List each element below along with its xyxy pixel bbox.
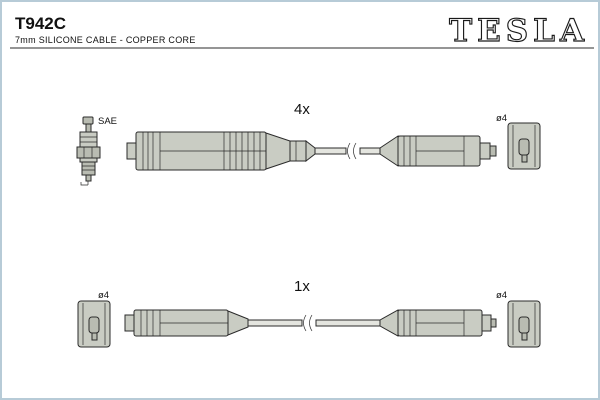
- sleeve-plug-tip: [521, 154, 528, 163]
- sleeve-plug: [518, 138, 530, 156]
- sleeve-plug: [518, 316, 530, 334]
- cable-assembly-bottom: 1x ø4: [77, 278, 541, 348]
- diameter-label-top-right: ø4: [496, 113, 507, 124]
- plug-boot-top: [379, 135, 497, 167]
- sleeve-plug-tip: [91, 332, 98, 341]
- boot-nub: [479, 142, 491, 160]
- terminal-sleeve-icon-bottom-left: ø4: [77, 290, 111, 348]
- cable-segment: [315, 319, 381, 327]
- terminal-tip: [490, 318, 497, 328]
- distributor-boot-top: [126, 131, 316, 171]
- boot-ribs: [140, 310, 161, 336]
- cable-segment: [359, 147, 381, 155]
- cable-break-icon: [303, 314, 313, 332]
- sleeve-plug: [88, 316, 100, 334]
- sae-label: SAE: [98, 116, 117, 127]
- spark-plug-collar: [79, 157, 98, 163]
- ground-electrode: [80, 181, 89, 186]
- spark-plug-stem: [85, 123, 92, 133]
- cable-break-icon: [347, 142, 357, 160]
- neck-taper: [305, 139, 316, 163]
- diameter-label-bottom-right: ø4: [496, 290, 507, 301]
- sleeve-plug-tip: [521, 332, 528, 341]
- header: T942C 7mm SILICONE CABLE - COPPER CORE T…: [10, 12, 594, 50]
- sleeve-shading: [512, 303, 536, 345]
- sleeve-shading: [82, 303, 106, 345]
- spark-plug-insulator: [79, 131, 98, 148]
- hex-facets: [83, 147, 93, 158]
- cable-segment: [247, 319, 303, 327]
- boot-seam: [416, 136, 465, 166]
- boot-taper: [265, 132, 291, 170]
- boot-taper: [227, 310, 249, 336]
- spark-plug-hex: [76, 146, 101, 159]
- boot-taper: [379, 309, 399, 337]
- center-electrode: [85, 174, 92, 182]
- part-number: T942C: [15, 14, 66, 33]
- boot-neck: [289, 140, 307, 162]
- terminal-tip: [489, 145, 497, 157]
- diameter-label-bottom-left: ø4: [98, 290, 109, 301]
- insulator-ribs: [80, 136, 97, 143]
- quantity-label-bottom: 1x: [294, 278, 310, 295]
- boot-taper: [379, 135, 399, 167]
- boot-nub: [126, 142, 137, 160]
- boot-ribs-left: [142, 132, 161, 170]
- plug-boot-bottom-left: [124, 309, 249, 337]
- thread-lines: [82, 165, 95, 171]
- spark-plug-icon: [76, 116, 101, 186]
- sleeve-shading: [512, 125, 536, 167]
- quantity-label-top: 4x: [294, 101, 310, 118]
- plug-boot-bottom-right: [379, 309, 497, 337]
- cable-bottom: [247, 314, 381, 332]
- terminal-sleeve-icon-top-right: ø4: [496, 113, 541, 170]
- boot-nub: [124, 314, 135, 332]
- boot-nub: [481, 314, 492, 332]
- cable-top: [314, 142, 381, 160]
- cable-segment: [314, 147, 347, 155]
- spark-plug-thread: [81, 161, 96, 176]
- cable-assembly-top: 4x SAE: [76, 101, 541, 186]
- terminal-sleeve-icon-bottom-right: ø4: [496, 290, 541, 348]
- boot-ribs-right: [223, 132, 261, 170]
- cable-spec-subtitle: 7mm SILICONE CABLE - COPPER CORE: [15, 35, 196, 45]
- tesla-logo: TESLA: [449, 13, 589, 49]
- boot-seam: [416, 310, 465, 336]
- spark-plug-terminal-nut: [82, 116, 94, 125]
